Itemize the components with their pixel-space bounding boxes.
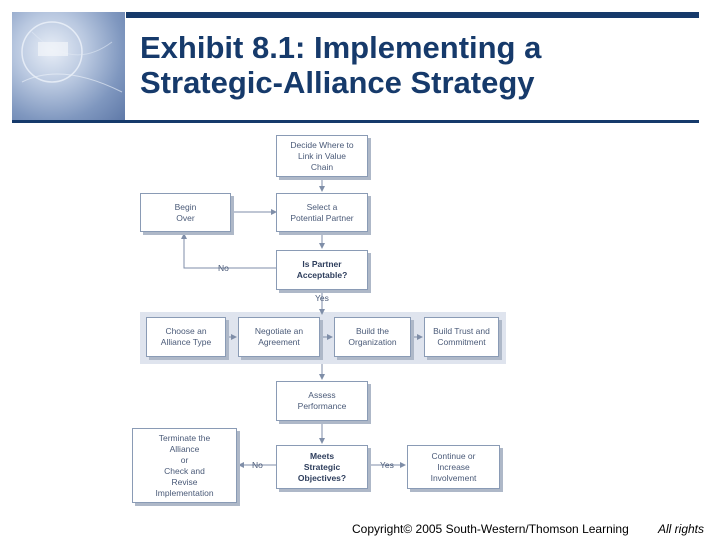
box-assess-performance: Assess Performance [276,381,368,421]
label-yes-acceptable: Yes [315,293,329,303]
box-decide-where-to-link: Decide Where to Link in Value Chain [276,135,368,177]
footer-copyright: Copyright© 2005 South-Western/Thomson Le… [352,522,629,536]
box-meets-objectives: Meets Strategic Objectives? [276,445,368,489]
box-build-trust: Build Trust and Commitment [424,317,499,357]
box-terminate-or-revise: Terminate the Alliance or Check and Revi… [132,428,237,503]
box-negotiate-agreement: Negotiate an Agreement [238,317,320,357]
box-select-partner: Select a Potential Partner [276,193,368,232]
box-begin-over: Begin Over [140,193,231,232]
label-yes-meets: Yes [380,460,394,470]
arrow-acceptable-no [184,234,276,268]
box-build-organization: Build the Organization [334,317,411,357]
label-no-meets: No [252,460,263,470]
label-no-acceptable: No [218,263,229,273]
box-is-partner-acceptable: Is Partner Acceptable? [276,250,368,290]
box-choose-alliance-type: Choose an Alliance Type [146,317,226,357]
box-continue-or-increase: Continue or Increase Involvement [407,445,500,489]
footer-rights: All rights [658,522,704,536]
